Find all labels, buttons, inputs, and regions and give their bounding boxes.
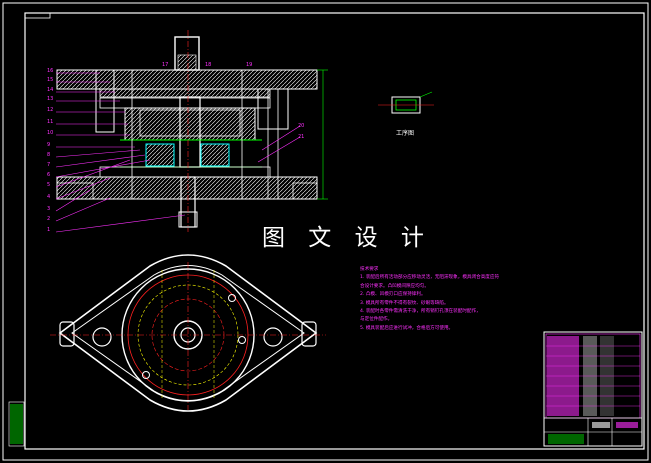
part-number-6: 6 <box>47 172 50 178</box>
part-number-11: 11 <box>47 119 53 125</box>
part-number-17: 17 <box>162 62 168 68</box>
notes-line: 2. 凸模、凹模刃口应保持锋利。 <box>360 292 426 298</box>
notes-line: 与定位件配作。 <box>360 317 393 323</box>
part-number-1: 1 <box>47 227 50 233</box>
part-number-7: 7 <box>47 162 50 168</box>
notes-line: 5. 模具装配后应进行试冲，合格后方可使用。 <box>360 325 454 331</box>
part-number-2: 2 <box>47 216 50 222</box>
notes-line: 4. 装配时各零件需清洗干净，所有销钉孔须在装配时配作， <box>360 309 481 315</box>
corner-tag <box>24 12 51 19</box>
section-view <box>56 30 328 232</box>
notes-line: 1. 装配后所有活动部分应移动灵活，无阻滞现象，模具闭合高度应符 <box>360 275 500 281</box>
inner-frame <box>24 12 645 450</box>
watermark-text: 图 文 设 计 <box>262 225 432 251</box>
technical-notes: 技术要求 1. 装配后所有活动部分应移动灵活，无阻滞现象，模具闭合高度应符 合设… <box>360 266 540 333</box>
part-number-13: 13 <box>47 96 53 102</box>
part-number-16: 16 <box>47 68 53 74</box>
title-block <box>543 331 643 447</box>
part-number-21: 21 <box>298 134 304 140</box>
part-number-19: 19 <box>246 62 252 68</box>
part-number-18: 18 <box>205 62 211 68</box>
notes-line: 3. 模具所有零件不得有裂纹、砂眼等缺陷。 <box>360 300 449 306</box>
left-margin-block <box>8 401 25 447</box>
part-number-5: 5 <box>47 182 50 188</box>
leader-lines <box>55 72 301 233</box>
process-sketch <box>378 91 434 114</box>
part-number-20: 20 <box>298 123 304 129</box>
part-number-15: 15 <box>47 77 53 83</box>
part-number-14: 14 <box>47 87 53 93</box>
part-number-10: 10 <box>47 130 53 136</box>
process-label: 工序图 <box>396 130 415 137</box>
part-number-12: 12 <box>47 107 53 113</box>
part-number-3: 3 <box>47 206 50 212</box>
part-numbers: 16 15 14 13 12 11 10 9 8 7 6 5 4 3 2 1 1… <box>47 62 304 233</box>
notes-line: 合设计要求。凸凹模间隙应均匀。 <box>360 283 429 289</box>
part-number-4: 4 <box>47 194 50 200</box>
notes-title: 技术要求 <box>360 267 379 272</box>
plan-view <box>50 254 326 412</box>
part-number-9: 9 <box>47 142 50 148</box>
part-number-8: 8 <box>47 152 50 158</box>
